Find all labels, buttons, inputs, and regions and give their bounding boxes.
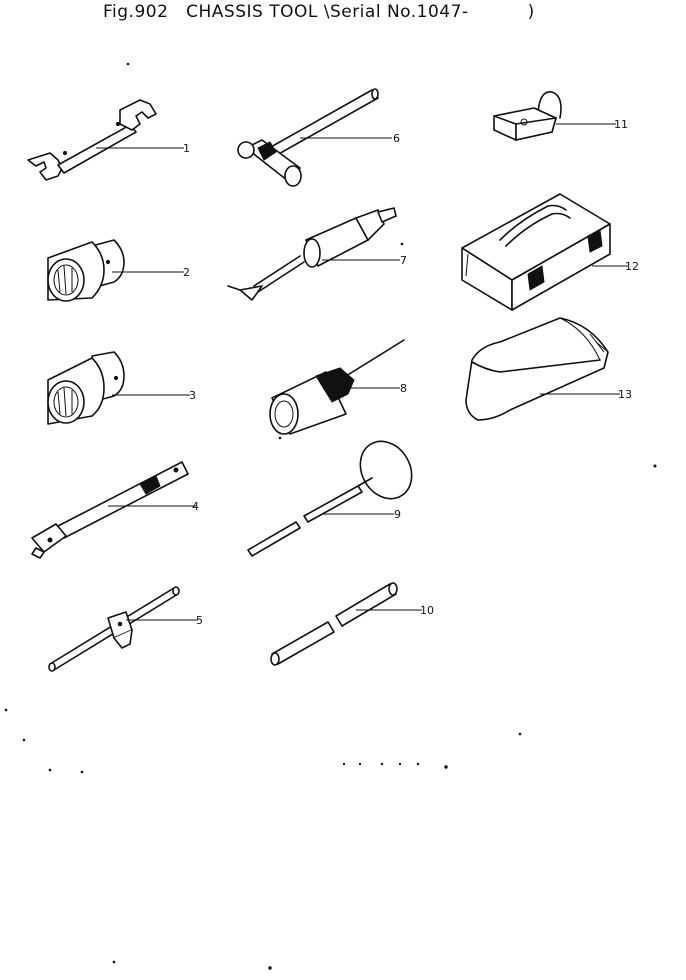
part-8-plug-socket bbox=[269, 339, 405, 435]
part-5-number: 5 bbox=[196, 614, 203, 627]
part-7-puller bbox=[227, 207, 400, 301]
part-10-extension-bar bbox=[270, 582, 422, 666]
figure-title: Fig.902 CHASSIS TOOL \Serial No.1047- ) bbox=[103, 2, 535, 22]
scan-specks bbox=[4, 62, 657, 970]
part-3-socket bbox=[47, 351, 190, 425]
part-4-number: 4 bbox=[192, 500, 199, 513]
part-1-number: 1 bbox=[183, 142, 190, 155]
part-6-hammer bbox=[237, 88, 392, 187]
part-11-padlock bbox=[493, 91, 616, 141]
part-13-cover-bag bbox=[465, 317, 620, 421]
part-2-number: 2 bbox=[183, 266, 190, 279]
part-2-socket bbox=[47, 239, 184, 302]
part-12-toolbox bbox=[461, 193, 628, 311]
part-9-tire-tool bbox=[247, 440, 413, 557]
part-1-wrench bbox=[27, 99, 184, 181]
part-6-number: 6 bbox=[393, 132, 400, 145]
part-10-number: 10 bbox=[420, 604, 434, 617]
part-13-number: 13 bbox=[618, 388, 632, 401]
part-5-t-bar bbox=[48, 586, 198, 672]
part-7-number: 7 bbox=[400, 254, 407, 267]
part-8-number: 8 bbox=[400, 382, 407, 395]
part-9-number: 9 bbox=[394, 508, 401, 521]
part-3-number: 3 bbox=[189, 389, 196, 402]
part-11-number: 11 bbox=[614, 118, 628, 131]
part-12-number: 12 bbox=[625, 260, 639, 273]
part-4-hinged-handle bbox=[31, 461, 196, 559]
